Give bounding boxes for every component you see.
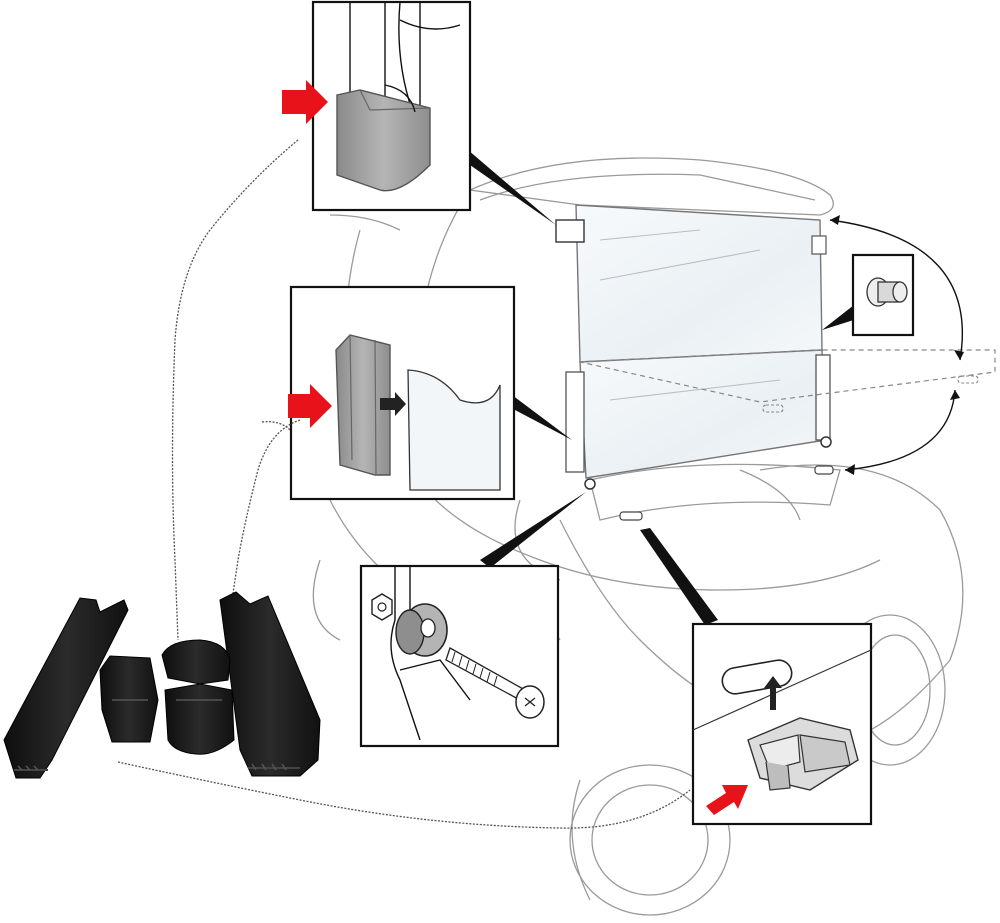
rubber-seal-parts-photo [3,591,321,779]
channel-seal-red-arrow [288,384,332,428]
base-bolt-left [584,478,596,490]
upper-windshield-panel [575,204,823,363]
folded-panel-outline [579,349,996,403]
knob-detail-icon [866,277,908,307]
windshield-assembly [555,204,996,521]
lower-retainer-slot [619,511,643,521]
top-clip-detail-icon [336,89,431,192]
channel-seal-callout [288,285,516,501]
bolt-bushing-detail-icon [395,603,448,657]
callout-leaders [468,150,860,625]
top-clip-red-arrow [282,80,328,124]
bolt-bushing-callout [359,564,560,748]
side-seal-right [815,354,831,441]
knob-callout [851,253,915,337]
lower-windshield-panel [579,349,827,479]
lower-retainer-callout [691,622,873,826]
fold-arc-upper [829,219,964,361]
side-seal-left [565,371,585,473]
pencil-connectors [117,139,691,829]
fold-arc-lower [844,389,956,471]
rubber-seal-parts-icon [3,591,321,779]
lower-retainer-red-arrow [706,785,748,815]
top-clip-right [811,235,827,255]
lower-retainer-detail-icon [747,717,859,791]
base-bolt-right [820,436,832,448]
top-clip-left [555,219,585,243]
top-clip-callout [282,0,472,212]
